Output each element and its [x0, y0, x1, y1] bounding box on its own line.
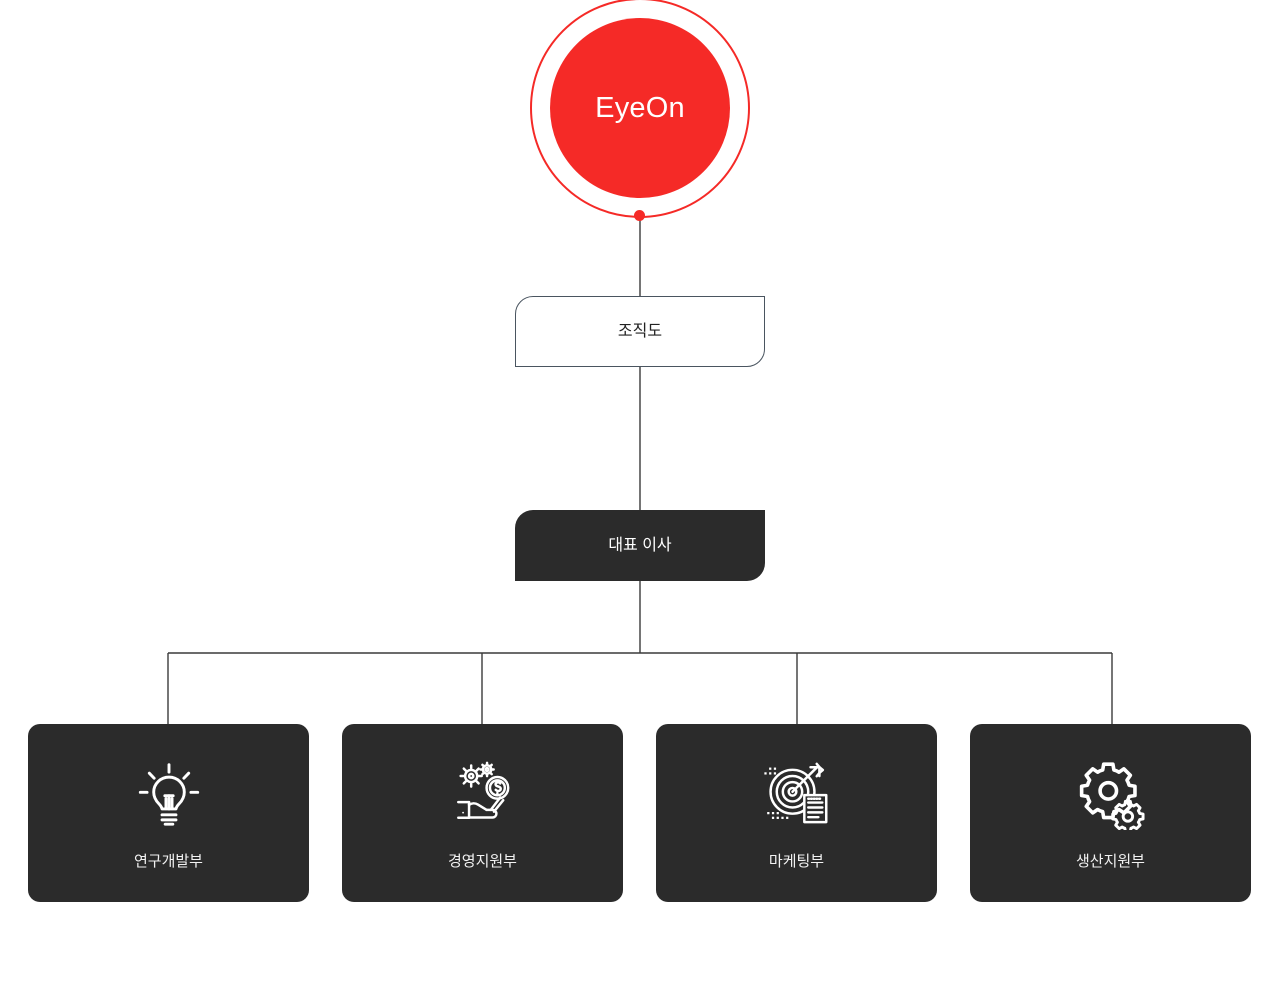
- brand-logo-text: EyeOn: [595, 91, 685, 124]
- department-card-research[interactable]: 연구개발부: [28, 724, 309, 902]
- node-executive[interactable]: 대표 이사: [515, 510, 765, 581]
- department-card-production[interactable]: 생산지원부: [970, 724, 1251, 902]
- connector-anchor-dot: [634, 210, 645, 221]
- node-org-chart-title-label: 조직도: [617, 322, 663, 340]
- brand-logo[interactable]: EyeOn: [530, 0, 750, 221]
- target-arrow-document-icon: [763, 762, 827, 824]
- department-card-label: 연구개발부: [133, 853, 203, 870]
- brand-logo-disc: EyeOn: [550, 18, 730, 198]
- node-executive-label: 대표 이사: [608, 536, 672, 554]
- department-card-label: 생산지원부: [1075, 853, 1145, 870]
- hand-coin-gears-icon: [456, 761, 509, 819]
- department-card-label: 마케팅부: [768, 853, 825, 870]
- department-card-label: 경영지원부: [447, 853, 517, 870]
- gears-icon: [1079, 762, 1145, 830]
- department-card-management[interactable]: 경영지원부: [342, 724, 623, 902]
- department-card-marketing[interactable]: 마케팅부: [656, 724, 937, 902]
- node-org-chart-title[interactable]: 조직도: [515, 296, 765, 367]
- lightbulb-icon: [138, 763, 199, 826]
